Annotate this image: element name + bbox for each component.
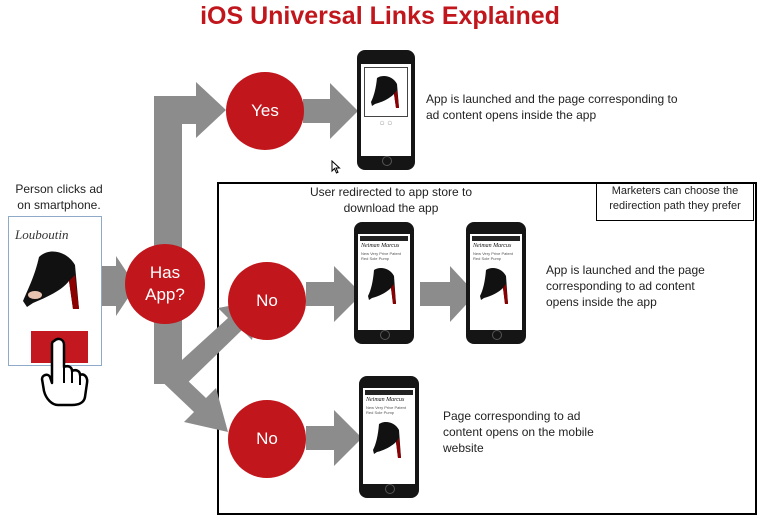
phone-app-installed: Neiman Marcus New Very Prive Patent Red … [466, 222, 526, 344]
web-outcome-text: Page corresponding to ad content opens o… [443, 409, 594, 455]
red-sole-shoe-icon: Louboutin [14, 227, 79, 309]
web-product: New Very Prive Patent Red Sole Pump [366, 405, 407, 415]
arrow-trunk-up [154, 82, 226, 250]
shoe-icon [480, 268, 508, 304]
svg-text:Louboutin: Louboutin [14, 227, 68, 242]
diagram-title: iOS Universal Links Explained [200, 2, 560, 30]
web-logo: Neiman Marcus [366, 397, 405, 403]
no-circle-website: No [228, 400, 306, 478]
phone-app-yes: ◯ ◯ [357, 50, 415, 170]
no-label-2: No [256, 429, 278, 448]
arrow-store-to-app [420, 266, 476, 322]
shoe-icon [373, 422, 401, 458]
phone-app-store: Neiman Marcus New Very Prive Patent Red … [354, 222, 414, 344]
mouse-cursor-icon [331, 160, 341, 174]
arrow-yes-to-phone [303, 83, 358, 139]
redirect-label: User redirected to app store to download… [309, 185, 473, 215]
installed-product: New Very Prive Patent Red Sole Pump [473, 251, 514, 261]
yes-outcome-text: App is launched and the page correspondi… [426, 92, 678, 122]
installed-logo: Neiman Marcus [473, 243, 512, 249]
phone-mobile-website: Neiman Marcus New Very Prive Patent Red … [359, 376, 419, 498]
hand-pointer-icon [40, 337, 89, 407]
store-logo: Neiman Marcus [361, 243, 400, 249]
arrow-no1-to-phone [306, 266, 362, 322]
redirect-outcome-text: App is launched and the page correspondi… [546, 263, 705, 309]
arrow-no2-to-phone [306, 410, 362, 466]
marketers-note: Marketers can choose the redirection pat… [596, 183, 754, 221]
decision-label: Has App? [145, 263, 185, 304]
store-product: New Very Prive Patent Red Sole Pump [361, 251, 402, 261]
decision-has-app: Has App? [125, 244, 205, 324]
arrow-to-no-2 [154, 360, 228, 432]
no-label-1: No [256, 291, 278, 310]
shoe-icon [368, 268, 396, 304]
arrow-ad-to-decision [100, 256, 136, 316]
yes-circle: Yes [226, 72, 304, 150]
shoe-icon [371, 76, 399, 108]
yes-label: Yes [251, 101, 279, 120]
no-circle-app-store: No [228, 262, 306, 340]
person-label: Person clicks ad on smartphone. [15, 182, 103, 212]
